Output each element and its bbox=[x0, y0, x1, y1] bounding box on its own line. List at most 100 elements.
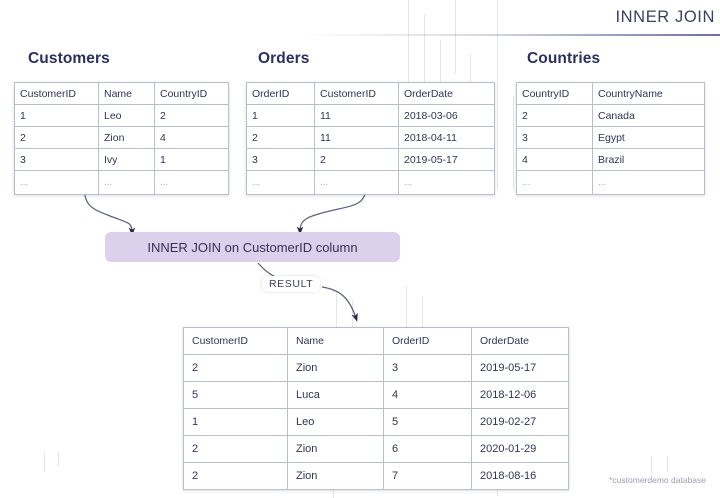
orders-cell: 2018-03-06 bbox=[398, 104, 495, 127]
customers-row: ......... bbox=[14, 170, 229, 195]
countries-cell: Canada bbox=[592, 104, 705, 127]
orders-cell: 11 bbox=[314, 126, 399, 149]
customers-cell: 4 bbox=[154, 126, 229, 149]
result-cell: 4 bbox=[383, 381, 472, 409]
countries-table-title: Countries bbox=[527, 50, 601, 67]
page-title: INNER JOIN bbox=[615, 8, 715, 26]
orders-cell: 1 bbox=[246, 104, 315, 127]
orders-column-header: CustomerID bbox=[314, 82, 399, 105]
result-cell: 2 bbox=[183, 462, 288, 490]
orders-cell: ... bbox=[246, 170, 315, 195]
countries-cell: 2 bbox=[516, 104, 593, 127]
result-cell: 6 bbox=[383, 435, 472, 463]
customers-cell: Leo bbox=[98, 104, 155, 127]
customers-column-header: Name bbox=[98, 82, 155, 105]
result-cell: 2 bbox=[183, 435, 288, 463]
result-cell: 2020-01-29 bbox=[471, 435, 569, 463]
result-cell: 2018-12-06 bbox=[471, 381, 569, 409]
customers-cell: ... bbox=[154, 170, 229, 195]
join-callout: INNER JOIN on CustomerID column bbox=[105, 232, 400, 262]
result-cell: 5 bbox=[383, 408, 472, 436]
orders-column-header: OrderID bbox=[246, 82, 315, 105]
customers-cell: 2 bbox=[154, 104, 229, 127]
orders-cell: 2019-05-17 bbox=[398, 148, 495, 171]
orders-cell: 2 bbox=[246, 126, 315, 149]
result-cell: 2019-02-27 bbox=[471, 408, 569, 436]
watermark-line bbox=[58, 452, 59, 466]
watermark-line bbox=[336, 290, 337, 330]
customers-column-header: CustomerID bbox=[14, 82, 99, 105]
orders-column-header: OrderDate bbox=[398, 82, 495, 105]
customers-cell: ... bbox=[98, 170, 155, 195]
watermark-line bbox=[497, 0, 498, 190]
customers-column-header: CountryID bbox=[154, 82, 229, 105]
result-cell: Zion bbox=[287, 462, 384, 490]
watermark-line bbox=[352, 300, 353, 330]
countries-cell: Brazil bbox=[592, 148, 705, 171]
customers-cell: ... bbox=[14, 170, 99, 195]
watermark-line bbox=[408, 0, 409, 86]
orders-cell: 2 bbox=[314, 148, 399, 171]
customers-cell: Ivy bbox=[98, 148, 155, 171]
countries-cell: ... bbox=[592, 170, 705, 195]
customers-cell: Zion bbox=[98, 126, 155, 149]
watermark-line bbox=[440, 40, 441, 88]
countries-cell: ... bbox=[516, 170, 593, 195]
countries-column-header: CountryID bbox=[516, 82, 593, 105]
result-cell: Zion bbox=[287, 435, 384, 463]
result-column-header: OrderID bbox=[383, 327, 472, 355]
result-column-header: Name bbox=[287, 327, 384, 355]
watermark-line bbox=[513, 96, 514, 190]
countries-cell: Egypt bbox=[592, 126, 705, 149]
countries-column-header: CountryName bbox=[592, 82, 705, 105]
countries-cell: 3 bbox=[516, 126, 593, 149]
result-cell: 7 bbox=[383, 462, 472, 490]
orders-cell: ... bbox=[398, 170, 495, 195]
result-cell: 2018-08-16 bbox=[471, 462, 569, 490]
customers-cell: 1 bbox=[14, 104, 99, 127]
result-cell: Zion bbox=[287, 354, 384, 382]
result-cell: Luca bbox=[287, 381, 384, 409]
result-column-header: CustomerID bbox=[183, 327, 288, 355]
result-cell: 2019-05-17 bbox=[471, 354, 569, 382]
orders-row: ......... bbox=[246, 170, 495, 195]
result-cell: Leo bbox=[287, 408, 384, 436]
result-column-header: OrderDate bbox=[471, 327, 569, 355]
customers-cell: 2 bbox=[14, 126, 99, 149]
watermark-line bbox=[422, 296, 423, 330]
join-callout-label: INNER JOIN on CustomerID column bbox=[147, 239, 358, 255]
countries-row: ...... bbox=[516, 170, 705, 195]
countries-cell: 4 bbox=[516, 148, 593, 171]
watermark-line bbox=[406, 286, 407, 330]
orders-cell: 3 bbox=[246, 148, 315, 171]
orders-table-title: Orders bbox=[258, 50, 310, 67]
customers-table-title: Customers bbox=[28, 50, 110, 67]
title-divider bbox=[300, 34, 720, 36]
result-label: RESULT bbox=[262, 276, 321, 292]
result-cell: 1 bbox=[183, 408, 288, 436]
